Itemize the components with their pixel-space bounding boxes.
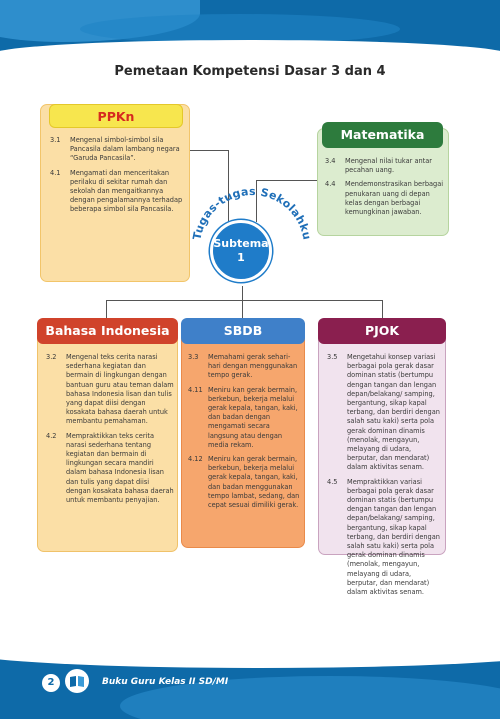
subtheme-label: Subtema: [213, 237, 269, 250]
footer-book-title: Buku Guru Kelas II SD/MI: [102, 677, 229, 687]
competency-number: 4.5: [327, 477, 338, 486]
competency-text: Mempraktikkan teks cerita narasi sederha…: [66, 431, 174, 505]
competency-text: Mengenal simbol-simbol sila Pancasila da…: [70, 136, 180, 163]
connector-ppkn: [189, 150, 229, 152]
header-swoosh: [0, 40, 500, 52]
competency-item: 3.2 Mengenal teks cerita narasi sederhana…: [46, 353, 174, 427]
competency-number: 4.4: [325, 180, 336, 189]
ppkn-panel: [40, 104, 190, 282]
competency-text: Memahami gerak sehari-hari dengan menggu…: [208, 353, 298, 380]
competency-item: 3.5 Mengetahui konsep variasi berbagai po…: [327, 353, 443, 473]
competency-number: 3.2: [46, 353, 57, 361]
competency-item: 3.4 Mengenal nilai tukar antar pecahan ua…: [325, 157, 445, 175]
bahasa-indonesia-panel: [37, 330, 178, 552]
page-number: 2: [42, 674, 60, 692]
pjok-panel: [318, 330, 446, 555]
competency-item: 3.3 Memahami gerak sehari-hari dengan men…: [188, 353, 300, 381]
ppkn-list: 3.1 Mengenal simbol-simbol sila Pancasila…: [50, 136, 186, 220]
competency-item: 3.1 Mengenal simbol-simbol sila Pancasila…: [50, 136, 186, 164]
sbdb-list: 3.3 Memahami gerak sehari-hari dengan men…: [188, 353, 300, 515]
connector-bi: [106, 300, 108, 318]
sbdb-panel: [181, 330, 305, 548]
connector-branch: [106, 300, 382, 302]
subtheme-number: 1: [237, 251, 245, 264]
competency-text: Mengenal nilai tukar antar pecahan uang.: [345, 157, 432, 175]
connector-mtk: [256, 180, 258, 222]
competency-text: Mengenal teks cerita narasi sederhana ke…: [66, 353, 174, 426]
page-title: Pemetaan Kompetensi Dasar 3 dan 4: [114, 64, 386, 79]
competency-item: 4.1 Mengamati dan menceritakan perilaku d…: [50, 169, 186, 215]
connector-mtk: [256, 180, 318, 182]
matematika-list: 3.4 Mengenal nilai tukar antar pecahan ua…: [325, 157, 445, 222]
subtheme-circle: Subtema 1: [210, 220, 272, 282]
ppkn-title: PPKn: [49, 104, 183, 128]
header-band: [0, 0, 500, 52]
competency-text: Mengamati dan menceritakan perilaku di s…: [70, 168, 183, 214]
matematika-title: Matematika: [322, 122, 443, 148]
competency-number: 4.1: [50, 168, 61, 177]
competency-text: Meniru kan gerak bermain, berkebun, beke…: [208, 455, 300, 510]
bahasa-indonesia-title: Bahasa Indonesia: [37, 318, 178, 344]
pjok-list: 3.5 Mengetahui konsep variasi berbagai po…: [327, 353, 443, 602]
connector-ppkn: [228, 150, 230, 222]
competency-number: 3.1: [50, 136, 61, 144]
competency-item: 4.11 Meniru kan gerak bermain, berkebun, …: [188, 386, 300, 450]
header-wave: [80, 14, 400, 44]
pjok-title: PJOK: [318, 318, 446, 344]
competency-number: 4.12: [188, 455, 203, 464]
footer-band: [0, 652, 500, 719]
competency-number: 3.5: [327, 353, 338, 361]
competency-text: Mengetahui konsep variasi berbagai pola …: [347, 353, 440, 472]
footer-wave: [0, 652, 500, 668]
connector-trunk: [242, 286, 244, 300]
competency-item: 4.12 Meniru kan gerak bermain, berkebun, …: [188, 455, 300, 510]
competency-number: 3.4: [325, 157, 336, 165]
competency-number: 4.2: [46, 431, 57, 440]
connector-pjok: [382, 300, 384, 318]
competency-item: 4.2 Mempraktikkan teks cerita narasi sede…: [46, 432, 174, 506]
competency-text: Meniru kan gerak bermain, berkebun, beke…: [208, 385, 298, 449]
competency-text: Mempraktikkan variasi berbagai pola gera…: [347, 477, 440, 597]
competency-number: 4.11: [188, 385, 203, 394]
competency-item: 4.4 Mendemonstrasikan berbagai penukaran …: [325, 180, 445, 217]
bahasa-indonesia-list: 3.2 Mengenal teks cerita narasi sederhana…: [46, 353, 174, 510]
book-icon: [65, 669, 89, 693]
competency-item: 4.5 Mempraktikkan variasi berbagai pola g…: [327, 478, 443, 598]
competency-number: 3.3: [188, 353, 199, 361]
competency-text: Mendemonstrasikan berbagai penukaran uan…: [345, 180, 444, 217]
connector-sbdb: [242, 300, 244, 318]
sbdb-title: SBDB: [181, 318, 305, 344]
